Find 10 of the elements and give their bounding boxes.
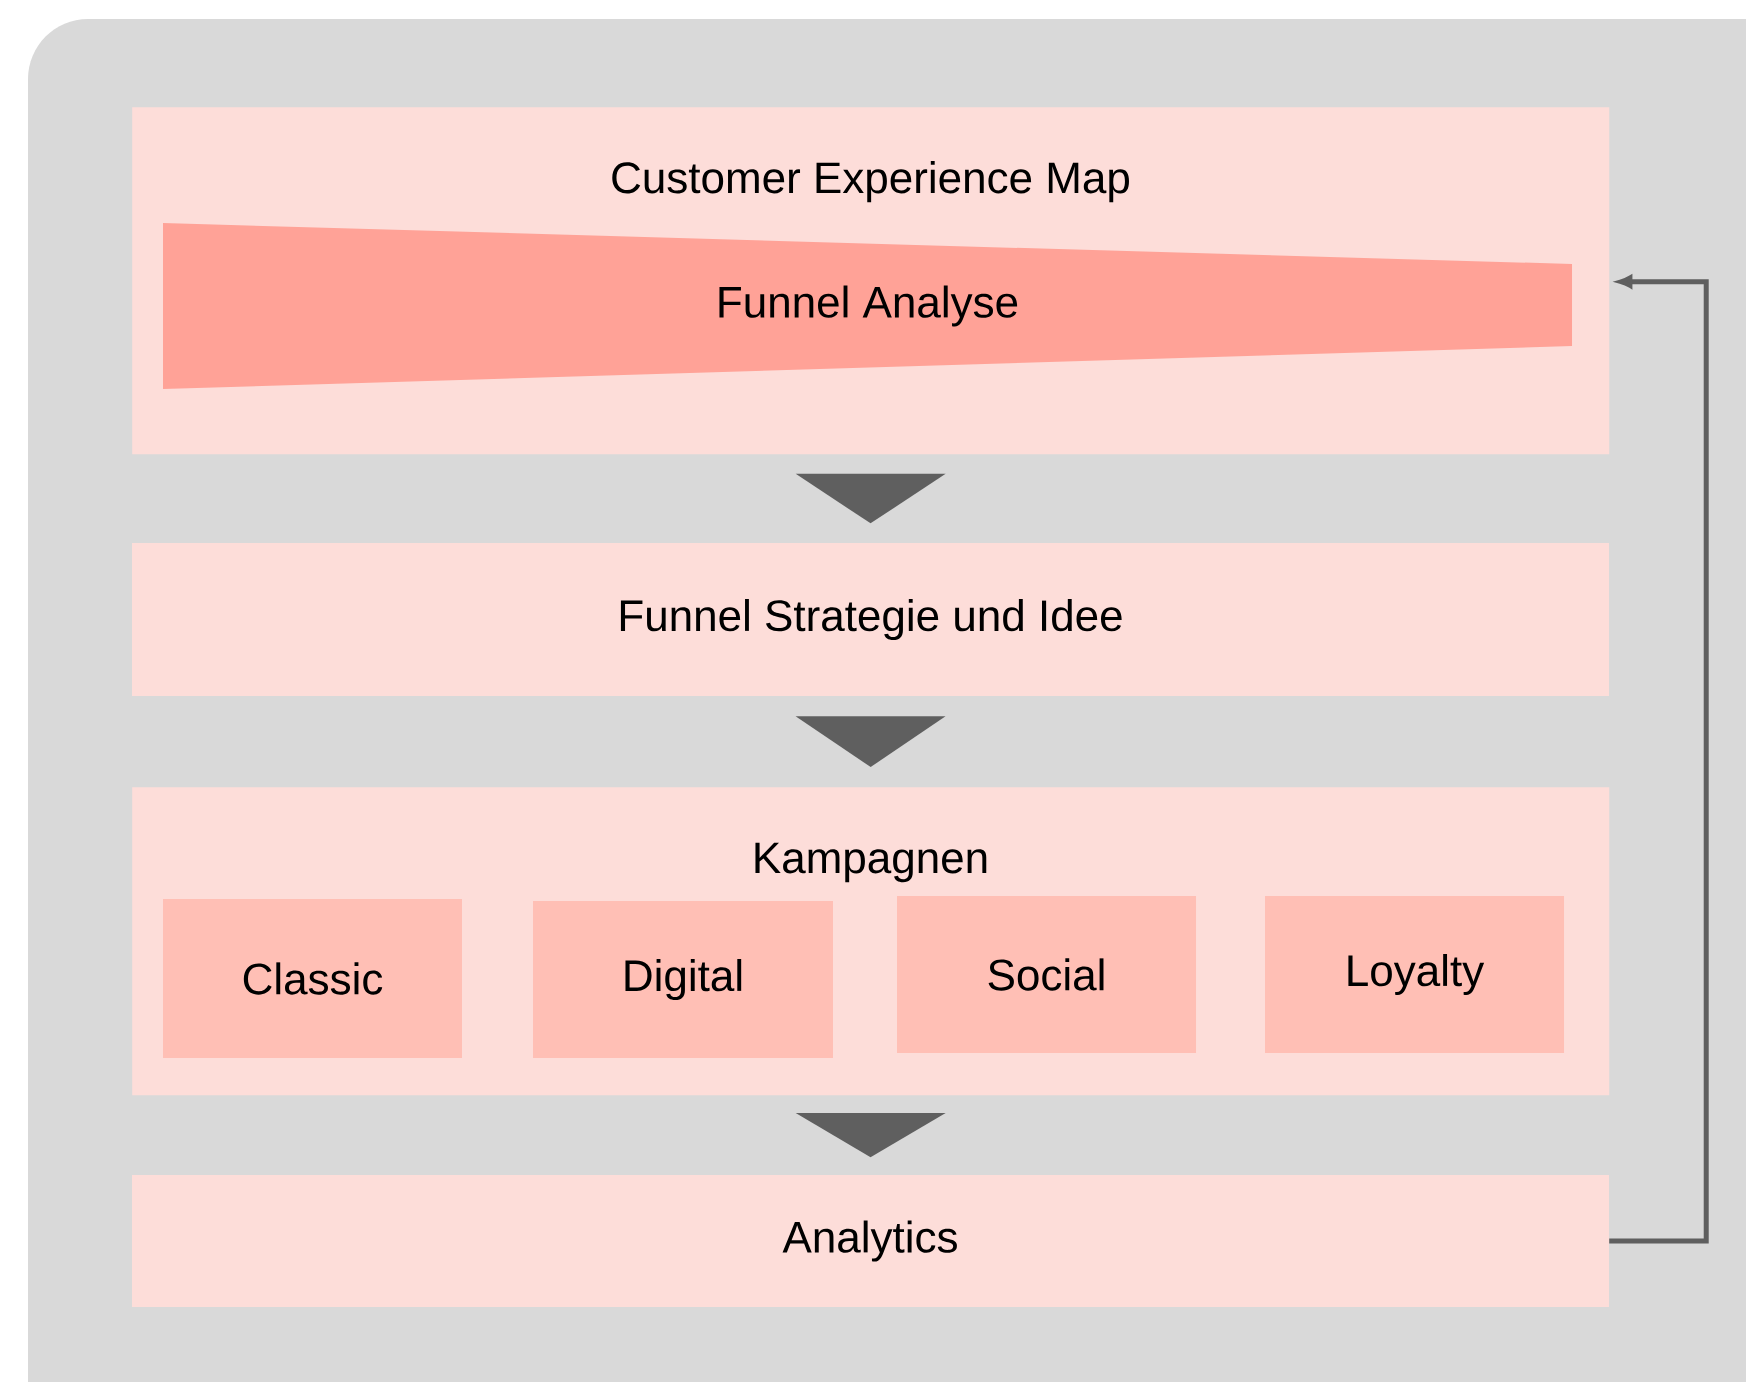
chevron-arrow: [795, 473, 946, 524]
channel-box: Classic: [163, 899, 462, 1058]
channel-box: Social: [897, 896, 1196, 1053]
chevron-arrow: [795, 716, 946, 768]
chevron-arrow: [795, 1112, 946, 1158]
channel-box: Digital: [533, 901, 833, 1058]
stage-box: Analytics: [132, 1175, 1609, 1307]
channel-box: Loyalty: [1265, 896, 1564, 1053]
stage-box: Funnel Strategie und Idee: [132, 543, 1609, 696]
feedback-arrow: [1609, 275, 1709, 1244]
